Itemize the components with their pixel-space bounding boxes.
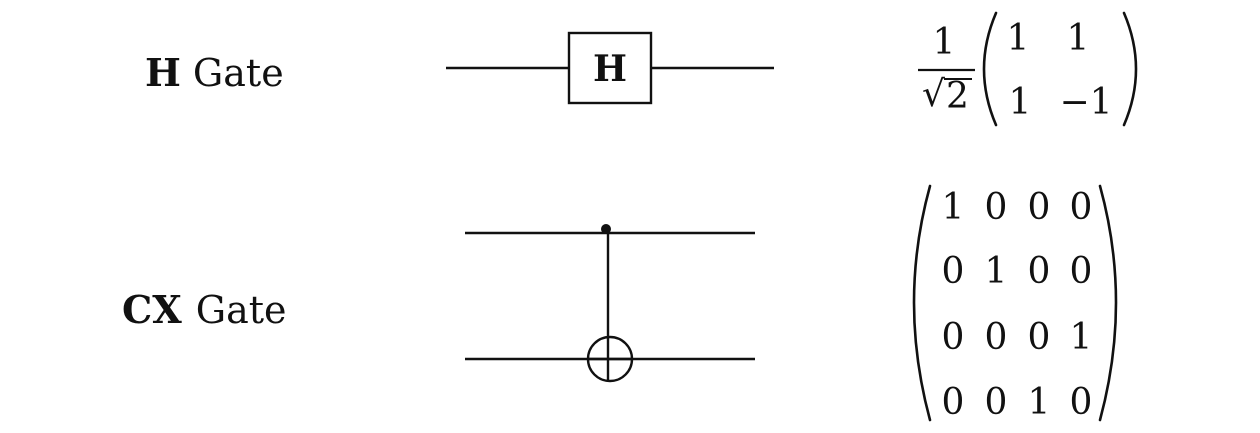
h-matrix-cell: 1: [1009, 82, 1032, 123]
cx-matrix-cell: 1: [942, 187, 965, 228]
cx-matrix-cell: 1: [1028, 382, 1051, 423]
radical-sign: √: [922, 74, 945, 115]
cx-gate-row: CX Gate 1 0 0 0 0 1 0 0 0 0 0 1 0 0: [122, 184, 1118, 423]
h-matrix-prefactor: 1 √ 2: [918, 22, 975, 117]
h-gate-box-label: H: [593, 48, 627, 90]
cx-matrix-cell: 1: [985, 251, 1008, 292]
cx-matrix-cell: 0: [985, 317, 1008, 358]
cx-matrix-cell: 0: [1070, 187, 1093, 228]
cx-gate-circuit: [465, 224, 755, 383]
h-gate-symbol: H: [145, 50, 181, 95]
h-matrix-cell: 1: [1007, 18, 1030, 59]
cx-gate-label: CX Gate: [122, 287, 287, 332]
cx-matrix-right-paren: [1098, 184, 1118, 422]
cx-gate-matrix: 1 0 0 0 0 1 0 0 0 0 0 1 0 0 1 0: [912, 184, 1118, 423]
cx-gate-symbol: CX: [122, 287, 182, 332]
cx-matrix-cell: 0: [1070, 382, 1093, 423]
cx-matrix-cell: 1: [1070, 317, 1093, 358]
cx-matrix-cell: 0: [985, 187, 1008, 228]
h-matrix-cell: 1: [1067, 18, 1090, 59]
prefactor-radicand: 2: [946, 76, 969, 117]
h-gate-row: H Gate H 1 √ 2 1 1 1 −1: [145, 11, 1138, 127]
h-matrix-left-paren: [982, 11, 998, 127]
h-gate-label-suffix: Gate: [193, 51, 284, 95]
cx-matrix-cell: 0: [1070, 251, 1093, 292]
cx-matrix-cell: 0: [1028, 187, 1051, 228]
h-gate-circuit: H: [446, 31, 774, 105]
h-gate-label: H Gate: [145, 50, 284, 95]
prefactor-numerator: 1: [933, 22, 956, 63]
control-dot: [601, 224, 611, 234]
h-matrix-right-paren: [1122, 11, 1138, 127]
h-matrix-cell: −1: [1059, 82, 1112, 123]
cx-matrix-cell: 0: [985, 382, 1008, 423]
cx-matrix-cell: 0: [1028, 317, 1051, 358]
cx-gate-label-suffix: Gate: [196, 288, 287, 332]
cx-matrix-left-paren: [912, 184, 932, 422]
cx-matrix-cell: 0: [1028, 251, 1051, 292]
cx-matrix-cell: 0: [942, 382, 965, 423]
cx-matrix-cell: 0: [942, 251, 965, 292]
h-gate-matrix: 1 √ 2 1 1 1 −1: [918, 11, 1138, 127]
cx-matrix-cell: 0: [942, 317, 965, 358]
